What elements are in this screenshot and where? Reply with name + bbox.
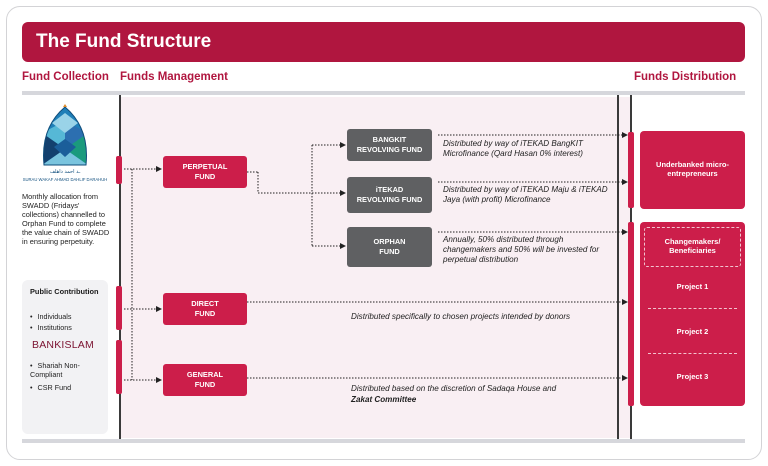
source-bar-perpetual	[116, 156, 122, 184]
public-contribution-title: Public Contribution	[30, 287, 99, 296]
bank-item-shariah: Shariah Non-Compliant	[30, 361, 102, 379]
project-separator-2	[648, 353, 737, 354]
bangkit-description: Distributed by way of iTEKAD BangKIT Mic…	[443, 139, 583, 159]
bank-islam-logo-text: BANKISLAM	[32, 339, 94, 351]
orphan-description: Annually, 50% distributed through change…	[443, 235, 600, 265]
itekad-description: Distributed by way of iTEKAD Maju & iTEK…	[443, 185, 608, 205]
column-header-collection: Fund Collection	[22, 71, 109, 83]
bangkit-fund-box: BANGKIT REVOLVING FUND	[347, 129, 432, 161]
direct-fund-label: DIRECT FUND	[191, 299, 219, 318]
swadd-logo-text: SURAU WAKAF AHMAD DAHLIF DARAHUH	[22, 177, 108, 182]
project-1-label: Project 1	[676, 282, 709, 291]
project-3-label: Project 3	[676, 372, 709, 381]
source-bar-direct	[116, 286, 122, 330]
changemakers-label: Changemakers/ Beneficiaries	[664, 237, 721, 255]
general-fund-box: GENERAL FUND	[163, 364, 247, 396]
orphan-fund-label: ORPHAN FUND	[373, 237, 406, 256]
general-description-line2: Zakat Committee	[351, 395, 417, 404]
distribution-bar-bottom	[628, 222, 634, 406]
itekad-fund-label: iTEKAD REVOLVING FUND	[356, 185, 423, 204]
bangkit-fund-label: BANGKIT REVOLVING FUND	[356, 135, 423, 154]
column-divider-right-a	[617, 95, 619, 439]
itekad-fund-box: iTEKAD REVOLVING FUND	[347, 177, 432, 213]
direct-description: Distributed specifically to chosen proje…	[351, 312, 571, 321]
source-bar-general	[116, 340, 122, 394]
orphan-fund-box: ORPHAN FUND	[347, 227, 432, 267]
page-title: The Fund Structure	[22, 22, 745, 62]
mosque-dome-icon: ـﺪ ﺍﺣﻤﺪ ﺩﺍﻫﻠﻒ	[43, 104, 87, 175]
column-header-distribution: Funds Distribution	[634, 71, 737, 83]
footer-divider	[22, 439, 745, 443]
distribution-bar-top	[628, 132, 634, 208]
perpetual-fund-label: PERPETUAL FUND	[182, 162, 228, 181]
underbanked-label: Underbanked micro-entrepreneurs	[656, 160, 729, 178]
svg-text:ـﺪ ﺍﺣﻤﺪ ﺩﺍﻫﻠﻒ: ـﺪ ﺍﺣﻤﺪ ﺩﺍﻫﻠﻒ	[50, 169, 81, 175]
general-description-line1: Distributed based on the discretion of S…	[351, 384, 557, 393]
bank-item-csr: CSR Fund	[30, 383, 72, 392]
bank-islam-logo: BANKISLAM	[32, 339, 94, 351]
project-separator-1	[648, 308, 737, 309]
swadd-description: Monthly allocation from SWADD (Fridays' …	[22, 192, 110, 247]
public-item-institutions: Institutions	[30, 323, 72, 332]
swadd-logo: ـﺪ ﺍﺣﻤﺪ ﺩﺍﻫﻠﻒ	[22, 103, 108, 187]
beneficiaries-box: Changemakers/ Beneficiaries Project 1 Pr…	[640, 222, 745, 406]
direct-fund-box: DIRECT FUND	[163, 293, 247, 325]
public-item-individuals: Individuals	[30, 312, 72, 321]
column-header-management: Funds Management	[120, 71, 228, 83]
underbanked-box: Underbanked micro-entrepreneurs	[640, 131, 745, 209]
general-fund-label: GENERAL FUND	[186, 370, 224, 389]
project-2-label: Project 2	[676, 327, 709, 336]
column-divider-left	[119, 95, 121, 439]
header-divider	[22, 91, 745, 95]
changemakers-frame	[644, 227, 741, 267]
public-contribution-box	[22, 280, 108, 434]
perpetual-fund-box: PERPETUAL FUND	[163, 156, 247, 188]
